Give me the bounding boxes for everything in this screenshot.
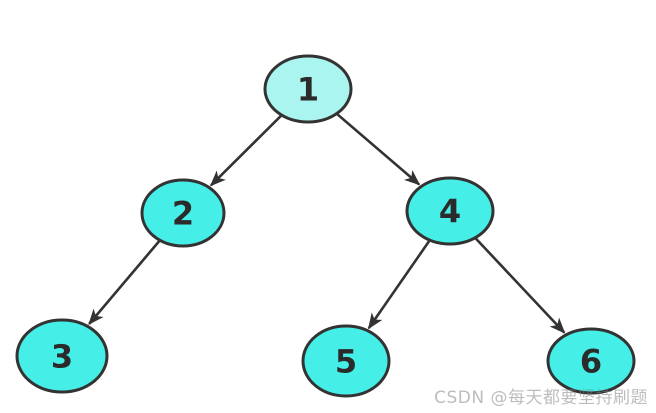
tree-node-label: 1 — [297, 71, 319, 109]
tree-node-ellipse — [15, 318, 109, 394]
nodes-layer: 1 2 3 4 5 6 — [15, 54, 636, 398]
tree-node-1: 1 — [263, 54, 353, 124]
tree-node-6: 6 — [546, 327, 636, 395]
tree-node-label: 6 — [580, 343, 602, 381]
tree-node-ellipse — [263, 54, 353, 124]
tree-edge-1-2 — [209, 114, 282, 187]
tree-node-2: 2 — [140, 178, 226, 248]
tree-edge-2-3 — [88, 240, 161, 326]
tree-node-label: 5 — [335, 343, 357, 381]
tree-node-4: 4 — [405, 176, 495, 246]
tree-node-label: 4 — [439, 193, 461, 231]
tree-node-5: 5 — [301, 324, 391, 398]
tree-node-ellipse — [140, 178, 226, 248]
tree-edge-4-6 — [474, 237, 566, 334]
tree-node-label: 2 — [172, 195, 194, 233]
tree-node-ellipse — [546, 327, 636, 395]
tree-node-ellipse — [405, 176, 495, 246]
tree-node-label: 3 — [51, 338, 73, 376]
tree-edge-1-4 — [336, 113, 421, 186]
edges-layer — [88, 113, 566, 334]
tree-edge-4-5 — [367, 240, 431, 330]
tree-node-ellipse — [301, 324, 391, 398]
tree-node-3: 3 — [15, 318, 109, 394]
